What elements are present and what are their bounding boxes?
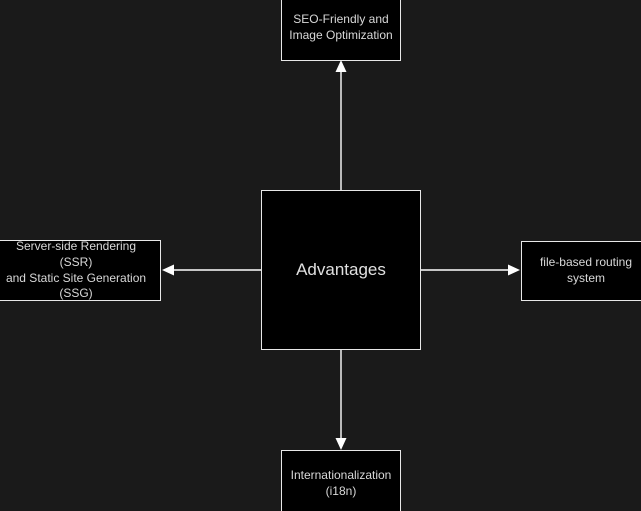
- node-advantages-label: Advantages: [296, 259, 386, 279]
- node-advantages[interactable]: Advantages: [261, 190, 421, 350]
- node-file-routing-label: file-based routing system: [539, 255, 633, 285]
- edge-advantages-to-seo: [335, 60, 347, 190]
- node-ssr-ssg-label: Server-side Rendering (SSR) and Static S…: [5, 239, 147, 301]
- edge-advantages-to-i18n: [335, 350, 347, 450]
- edge-advantages-to-file-routing: [421, 264, 520, 276]
- node-internationalization-i18n[interactable]: Internationalization (i18n): [281, 450, 401, 511]
- node-seo-friendly-image-optimization[interactable]: SEO-Friendly and Image Optimization: [281, 0, 401, 61]
- node-seo-label: SEO-Friendly and Image Optimization: [289, 11, 393, 42]
- node-ssr-ssg[interactable]: Server-side Rendering (SSR) and Static S…: [0, 239, 161, 301]
- node-file-based-routing-system[interactable]: file-based routing system: [521, 241, 641, 301]
- edge-advantages-to-ssr-ssg: [162, 264, 261, 276]
- node-i18n-label: Internationalization (i18n): [290, 467, 392, 498]
